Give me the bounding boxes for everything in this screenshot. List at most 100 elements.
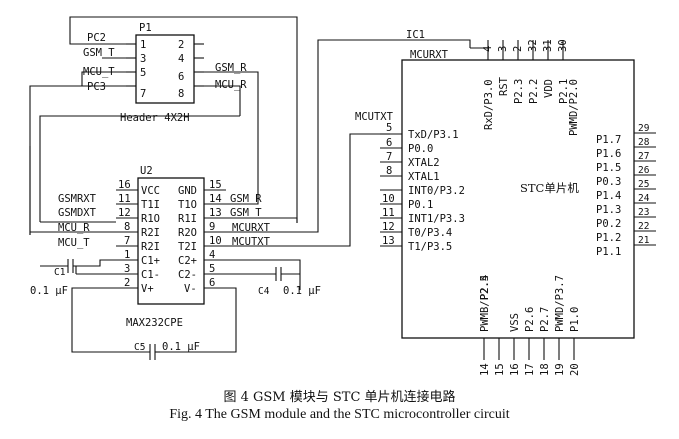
ic1-pin-name-rxd: RxD/P3.0 bbox=[483, 79, 495, 130]
ic1-pin-name-vss: VSS bbox=[509, 313, 521, 332]
net-gsm-r-u2: GSM_R bbox=[230, 193, 262, 205]
p1-pin-2: 2 bbox=[178, 39, 184, 51]
ic1-pin-name-p21: P2.1 bbox=[558, 79, 570, 104]
ic1-pin-27: 27 bbox=[638, 151, 649, 162]
header-p1: P1 Header 4X2H 1 3 5 7 2 4 6 8 PC2 GSM_T… bbox=[83, 22, 247, 124]
chip-u2-max232: U2 MAX232CPE 16 11 12 8 7 1 3 2 VCC T1I … bbox=[58, 165, 271, 329]
ic1-pin-24: 24 bbox=[638, 193, 650, 204]
ic1-pin-name-vdd: VDD bbox=[543, 79, 555, 98]
ic1-pin-3: 3 bbox=[497, 46, 509, 52]
c1-ref: C1 bbox=[54, 267, 66, 278]
ic1-pin-name-p22: P2.2 bbox=[528, 79, 540, 104]
ic1-pin-32: 32 bbox=[527, 39, 539, 52]
u2-pin-4: 4 bbox=[209, 249, 215, 261]
c4-ref: C4 bbox=[258, 286, 270, 297]
u2-pin-3: 3 bbox=[124, 263, 130, 275]
u2-pin-15: 15 bbox=[209, 179, 222, 191]
ic1-pin-14: 14 bbox=[479, 363, 491, 376]
c5-value: 0.1 μF bbox=[162, 341, 200, 353]
ic1-pin-29: 29 bbox=[638, 123, 650, 134]
u2-pin-10: 10 bbox=[209, 235, 222, 247]
ic1-pin-name-p15: P1.5 bbox=[596, 162, 621, 174]
ic1-pin-22: 22 bbox=[638, 221, 649, 232]
net-mcutxt-u2: MCUTXT bbox=[232, 236, 271, 248]
ic1-pin-8: 8 bbox=[386, 165, 392, 177]
ic1-pin-15: 15 bbox=[494, 363, 506, 376]
p1-caption: Header 4X2H bbox=[120, 112, 190, 124]
ic1-pin-10: 10 bbox=[382, 193, 395, 205]
p1-ref: P1 bbox=[139, 22, 152, 34]
ic1-pin-name-t1: T1/P3.5 bbox=[408, 241, 452, 253]
p1-pin-7: 7 bbox=[140, 88, 146, 100]
ic1-pin-name-int0: INT0/P3.2 bbox=[408, 185, 465, 197]
ic1-ref: IC1 bbox=[406, 29, 425, 41]
ic1-pin-name-pwmd-p37: PWMD/P3.7 bbox=[554, 275, 566, 332]
ic1-pin-name-p12: P1.2 bbox=[596, 232, 621, 244]
ic1-pin-28: 28 bbox=[638, 137, 650, 148]
ic1-pin-name-p16: P1.6 bbox=[596, 148, 621, 160]
p1-pin-8: 8 bbox=[178, 88, 184, 100]
ic1-pin-name-t0: T0/P3.4 bbox=[408, 227, 452, 239]
u2-pin-name-gnd: GND bbox=[178, 185, 197, 197]
ic1-pin-name-p11: P1.1 bbox=[596, 246, 621, 258]
ic1-pin-20: 20 bbox=[569, 363, 581, 376]
figure-caption-en: Fig. 4 The GSM module and the STC microc… bbox=[169, 407, 510, 422]
u2-pin-name-c1m: C1- bbox=[141, 269, 160, 281]
u2-pin-2: 2 bbox=[124, 277, 130, 289]
ic1-pin-name-p17: P1.7 bbox=[596, 134, 621, 146]
ic1-pin-name-p24: P2.4 bbox=[479, 275, 491, 300]
net-gsm-t-u2: GSM_T bbox=[230, 207, 262, 219]
ic1-pin-name-rst: RST bbox=[498, 76, 510, 96]
ic1-pin-16: 16 bbox=[509, 363, 521, 376]
ic1-pin-5: 5 bbox=[386, 122, 392, 134]
p1-wiring bbox=[29, 16, 298, 235]
ic1-pin-12: 12 bbox=[382, 221, 395, 233]
capacitor-labels: C1 0.1 μF C4 0.1 μF C5 0.1 μF bbox=[30, 267, 321, 353]
ic1-pin-name-p10: P1.0 bbox=[569, 307, 581, 332]
net-mcu-t-u2: MCU_T bbox=[58, 237, 90, 249]
ic1-pin-name-p02: P0.2 bbox=[596, 218, 621, 230]
ic1-pin-name-p27: P2.7 bbox=[539, 307, 551, 332]
chip-ic1-stc: IC1 MCURXT MCUTXT STC单片机 5 6 7 8 10 11 1… bbox=[355, 29, 656, 376]
u2-pin-8: 8 bbox=[124, 221, 130, 233]
ic1-pin-name-p14: P1.4 bbox=[596, 190, 621, 202]
u2-pin-name-r2i-b: R2I bbox=[141, 241, 160, 253]
p1-pin-4: 4 bbox=[178, 53, 184, 65]
p1-pin-5: 5 bbox=[140, 67, 146, 79]
u2-pin-name-vp: V+ bbox=[141, 283, 154, 295]
p1-pin-1: 1 bbox=[140, 39, 146, 51]
ic1-pin-18: 18 bbox=[539, 363, 551, 376]
net-mcurxt-ic1: MCURXT bbox=[410, 49, 449, 61]
ic1-pin-name-pwmd-p20: PWMD/P2.0 bbox=[568, 79, 580, 136]
u2-pin-11: 11 bbox=[118, 193, 131, 205]
u2-pin-1: 1 bbox=[124, 249, 130, 261]
ic1-pin-17: 17 bbox=[524, 363, 536, 376]
ic1-pin-23: 23 bbox=[638, 207, 649, 218]
ic1-pin-name-txd: TxD/P3.1 bbox=[408, 129, 459, 141]
net-gsm-r-p1: GSM_R bbox=[215, 62, 247, 74]
u2-pin-12: 12 bbox=[118, 207, 131, 219]
u2-pin-7: 7 bbox=[124, 235, 130, 247]
net-mcu-r-p1: MCU_R bbox=[215, 79, 247, 91]
ic1-pin-21: 21 bbox=[638, 235, 650, 246]
c4-value: 0.1 μF bbox=[283, 285, 321, 297]
u2-pin-name-t2i: T2I bbox=[178, 241, 197, 253]
u2-wiring bbox=[30, 39, 471, 360]
u2-pin-5: 5 bbox=[209, 263, 215, 275]
ic1-pin-name-pwmb: PWMB/P2.5 bbox=[479, 275, 491, 332]
ic1-pin-name-xtal1: XTAL1 bbox=[408, 171, 440, 183]
p1-pin-6: 6 bbox=[178, 71, 184, 83]
ic1-pin-name-p01: P0.1 bbox=[408, 199, 433, 211]
ic1-pin-19: 19 bbox=[554, 363, 566, 376]
ic1-pin-name-p03: P0.3 bbox=[596, 176, 621, 188]
ic1-center-label: STC单片机 bbox=[520, 181, 579, 195]
u2-pin-name-c2p: C2+ bbox=[178, 255, 197, 267]
u2-pin-name-c1p: C1+ bbox=[141, 255, 160, 267]
u2-caption: MAX232CPE bbox=[126, 317, 183, 329]
ic1-pin-13: 13 bbox=[382, 235, 395, 247]
net-pc3: PC3 bbox=[87, 81, 106, 93]
u2-ref: U2 bbox=[140, 165, 153, 177]
c5-ref: C5 bbox=[134, 342, 145, 353]
ic1-pin-name-xtal2: XTAL2 bbox=[408, 157, 440, 169]
ic1-pin-name-p23: P2.3 bbox=[513, 79, 525, 104]
